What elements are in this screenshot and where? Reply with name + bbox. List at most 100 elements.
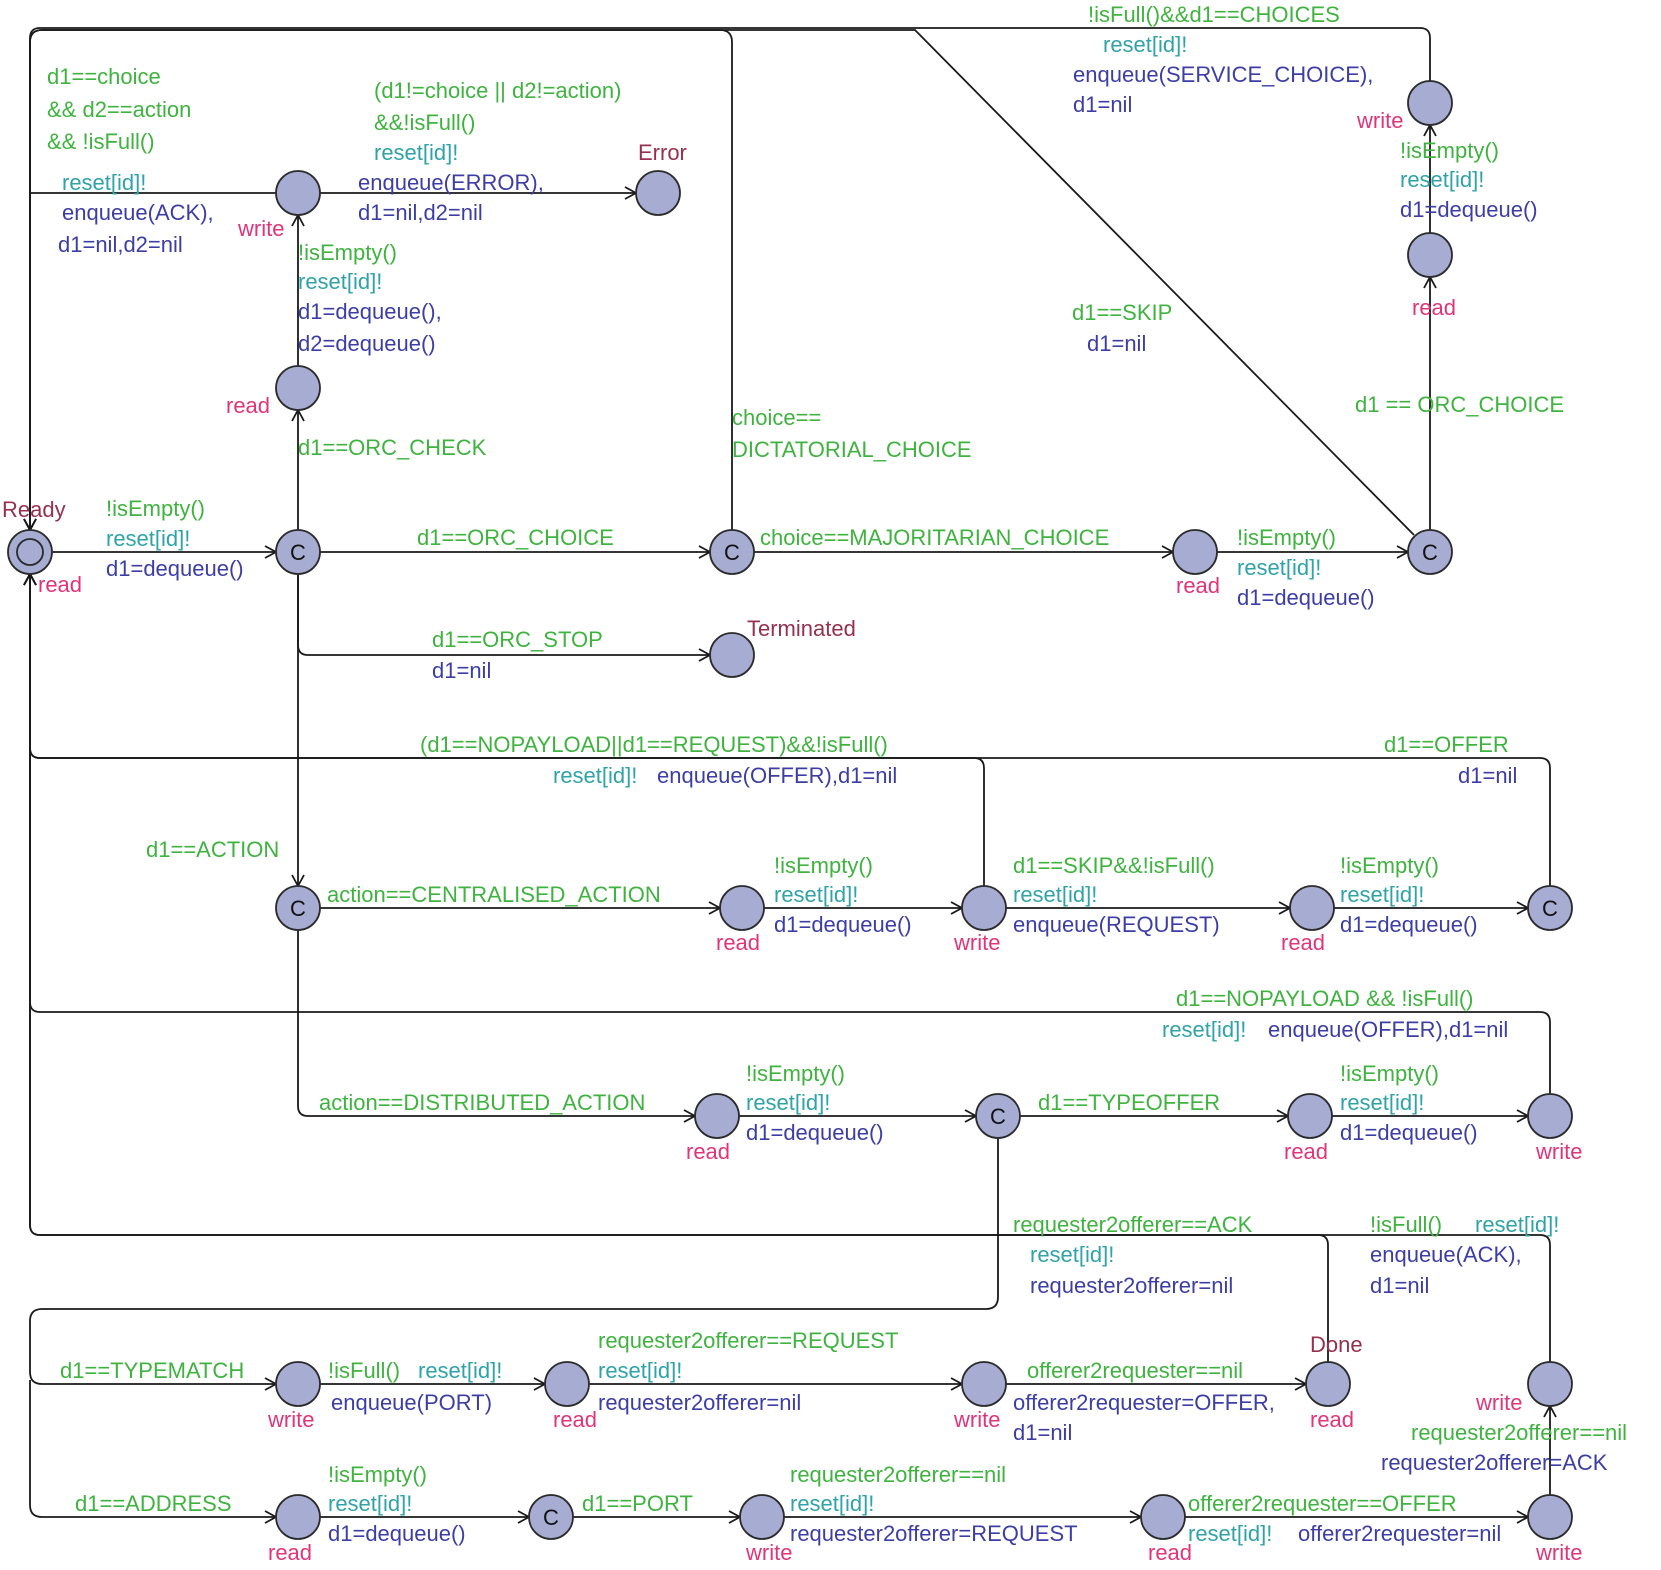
state-node [1289, 885, 1335, 931]
state-node [275, 529, 321, 575]
location-term [709, 632, 755, 678]
state-kind-label: read [1281, 930, 1325, 955]
edge-label-sync: reset[id]! [598, 1358, 682, 1383]
edge-label-update: enqueue(ERROR), [358, 170, 544, 195]
state-node [635, 170, 681, 216]
edge-label-update: enqueue(REQUEST) [1013, 912, 1220, 937]
edge-label-update: d1=nil [432, 658, 491, 683]
state-kind-label: read [553, 1407, 597, 1432]
edge-label-sync: reset[id]! [374, 140, 458, 165]
state-node [1287, 1093, 1333, 1139]
edge-label-update: d1=nil [1087, 331, 1146, 356]
edge-label-guard: !isFull() [1370, 1212, 1442, 1237]
edge-label-update: enqueue(ACK), [1370, 1242, 1522, 1267]
edge-e_w4_ready [23, 572, 1551, 1094]
edge-label-guard: offerer2requester==OFFER [1188, 1491, 1457, 1516]
edge-label-update: requester2offerer=ACK [1381, 1450, 1608, 1475]
state-node [1140, 1494, 1186, 1540]
location-r7 [1287, 1093, 1333, 1139]
edge-e_c3_ready [23, 29, 1415, 536]
edge-label-guard: requester2offerer==ACK [1013, 1212, 1253, 1237]
edges-layer [23, 27, 1557, 1524]
edge-label-sync: reset[id]! [1188, 1521, 1272, 1546]
edge-label-guard: choice== [732, 405, 821, 430]
edge-label-guard: (d1==NOPAYLOAD||d1==REQUEST)&&!isFull() [420, 732, 888, 757]
edge-label-sync: reset[id]! [106, 526, 190, 551]
committed-marker: C [1542, 896, 1558, 921]
edge-label-guard: d1==ORC_STOP [432, 627, 603, 652]
labels-layer: !isEmpty() reset[id]! d1=dequeue() d1==ORC_… [2, 2, 1627, 1565]
edge-label-update: offerer2requester=nil [1298, 1521, 1501, 1546]
edge-label-update: requester2offerer=REQUEST [790, 1521, 1078, 1546]
state-node [709, 632, 755, 678]
edge-label-guard: d1==TYPEMATCH [60, 1358, 244, 1383]
committed-marker: C [290, 540, 306, 565]
edge-label-update: requester2offerer=nil [598, 1390, 801, 1415]
edge-label-guard: &&!isFull() [374, 110, 475, 135]
edge-label-sync: reset[id]! [298, 269, 382, 294]
edge-e_c4_r6 [297, 930, 697, 1123]
edge-label-update: d1=nil,d2=nil [358, 200, 483, 225]
edge-label-sync: reset[id]! [62, 170, 146, 195]
edge-label-sync: reset[id]! [790, 1491, 874, 1516]
edge-label-update: d1=dequeue() [1400, 197, 1538, 222]
location-r3 [1407, 232, 1453, 278]
state-node [1172, 529, 1218, 575]
edge-label-guard: choice==MAJORITARIAN_CHOICE [760, 525, 1109, 550]
edge-label-update: enqueue(ACK), [62, 200, 214, 225]
location-c8: C [528, 1494, 574, 1540]
edge-label-guard: d1==OFFER [1384, 732, 1509, 757]
location-w1 [275, 170, 321, 216]
edge-label-sync: reset[id]! [1475, 1212, 1559, 1237]
edge-label-sync: reset[id]! [1103, 32, 1187, 57]
state-kind-label: read [1310, 1407, 1354, 1432]
state-kind-label: write [267, 1407, 314, 1432]
edge-label-guard: action==DISTRIBUTED_ACTION [319, 1090, 645, 1115]
state-node [1527, 1494, 1573, 1540]
edge-label-update: d1=dequeue() [1340, 1120, 1478, 1145]
edge-label-guard: requester2offerer==nil [790, 1462, 1006, 1487]
location-c2: C [709, 529, 755, 575]
edge-e_c7_r9 [29, 1380, 278, 1524]
state-kind-label: write [1475, 1390, 1522, 1415]
committed-marker: C [990, 1104, 1006, 1129]
edge-label-sync: reset[id]! [774, 882, 858, 907]
state-node [1407, 529, 1453, 575]
committed-marker: C [724, 540, 740, 565]
edge-label-update: enqueue(SERVICE_CHOICE), [1073, 62, 1373, 87]
edge-e_c7_w5 [29, 1138, 999, 1391]
state-kind-label: read [1412, 295, 1456, 320]
state-kind-label: write [237, 216, 284, 241]
edge-label-update: d1=dequeue() [328, 1521, 466, 1546]
edge-label-guard: DICTATORIAL_CHOICE [732, 437, 972, 462]
location-c7: C [975, 1093, 1021, 1139]
edge-label-guard: !isFull()&&d1==CHOICES [1088, 2, 1340, 27]
state-node [1527, 1093, 1573, 1139]
edge-label-sync: reset[id]! [1030, 1242, 1114, 1267]
edge-label-sync: reset[id]! [1162, 1017, 1246, 1042]
edge-label-update: d1=nil [1458, 763, 1517, 788]
location-r9 [275, 1494, 321, 1540]
edge-label-guard: offerer2requester==nil [1027, 1358, 1243, 1383]
edge-label-guard: d1==TYPEOFFER [1038, 1090, 1220, 1115]
location-w5 [275, 1361, 321, 1407]
state-kind-label: read [226, 393, 270, 418]
location-w7 [1527, 1361, 1573, 1407]
edge-label-guard: !isEmpty() [1400, 138, 1499, 163]
edge-label-sync: reset[id]! [553, 763, 637, 788]
location-done [1305, 1361, 1351, 1407]
edge-label-guard: d1==ADDRESS [75, 1491, 232, 1516]
committed-marker: C [1422, 540, 1438, 565]
location-r4 [719, 885, 765, 931]
state-node [1407, 232, 1453, 278]
edge-label-update: d1=nil [1073, 92, 1132, 117]
location-w9 [1527, 1494, 1573, 1540]
state-kind-label: read [1148, 1540, 1192, 1565]
location-r8 [544, 1361, 590, 1407]
edge-label-update: d1=dequeue() [1340, 912, 1478, 937]
edge-e_w7_ready [23, 572, 1551, 1362]
state-node [1305, 1361, 1351, 1407]
edge-label-guard: !isFull() [328, 1358, 400, 1383]
state-node [694, 1093, 740, 1139]
